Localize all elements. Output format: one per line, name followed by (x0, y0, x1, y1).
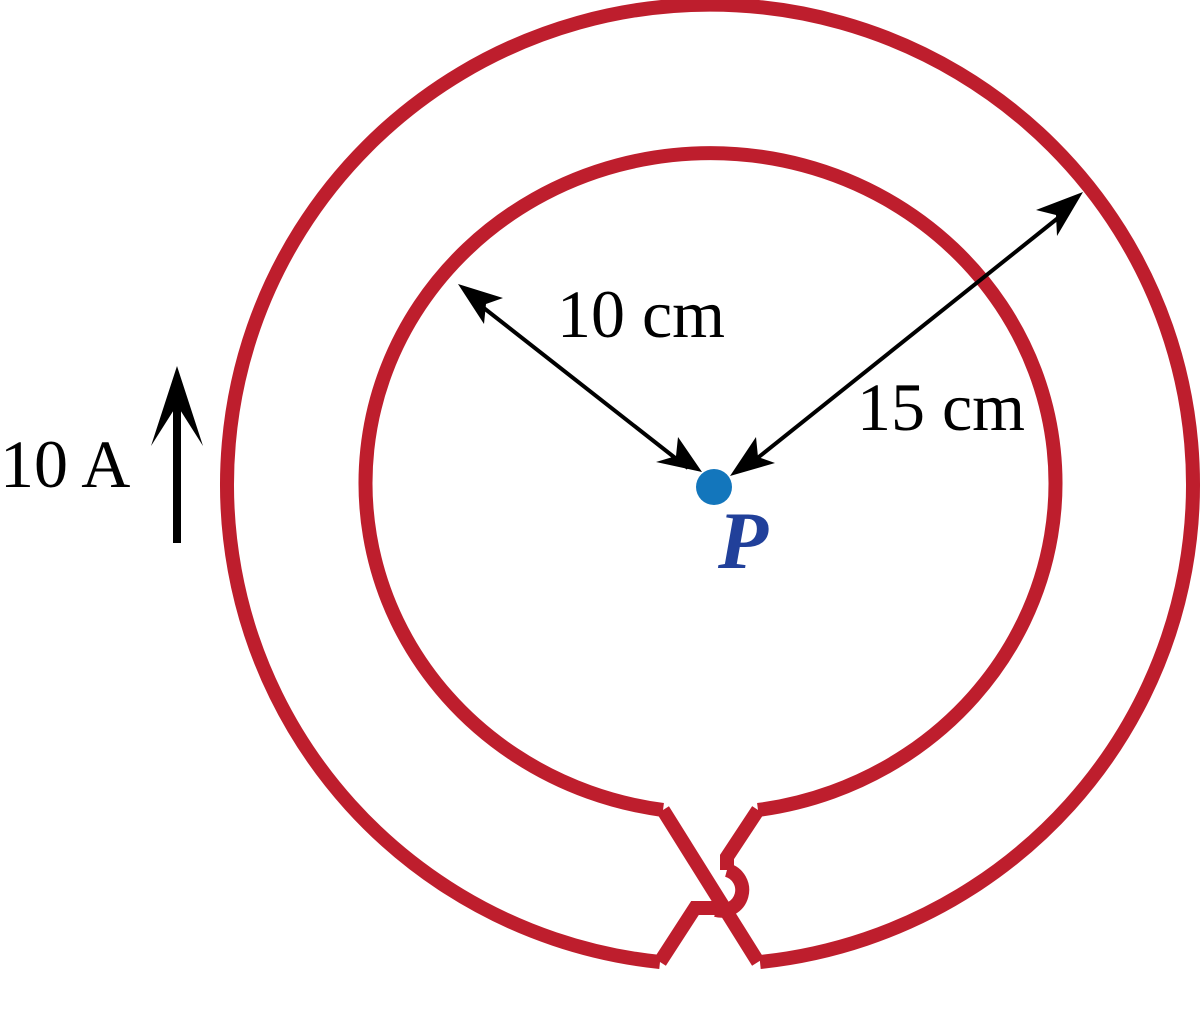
inner-radius-label: 10 cm (557, 276, 725, 352)
radius-arrow-15cm (730, 192, 1083, 476)
outer-radius-label: 15 cm (857, 369, 1025, 445)
point-p-label: P (717, 495, 769, 586)
crossover-wires (654, 806, 764, 966)
point-p-dot (696, 469, 732, 505)
current-direction-arrow (151, 366, 203, 543)
current-label: 10 A (0, 426, 130, 502)
radius-arrow-10cm (458, 284, 702, 472)
outer-loop-wire (220, 0, 1200, 969)
inner-loop-wire (358, 146, 1063, 817)
